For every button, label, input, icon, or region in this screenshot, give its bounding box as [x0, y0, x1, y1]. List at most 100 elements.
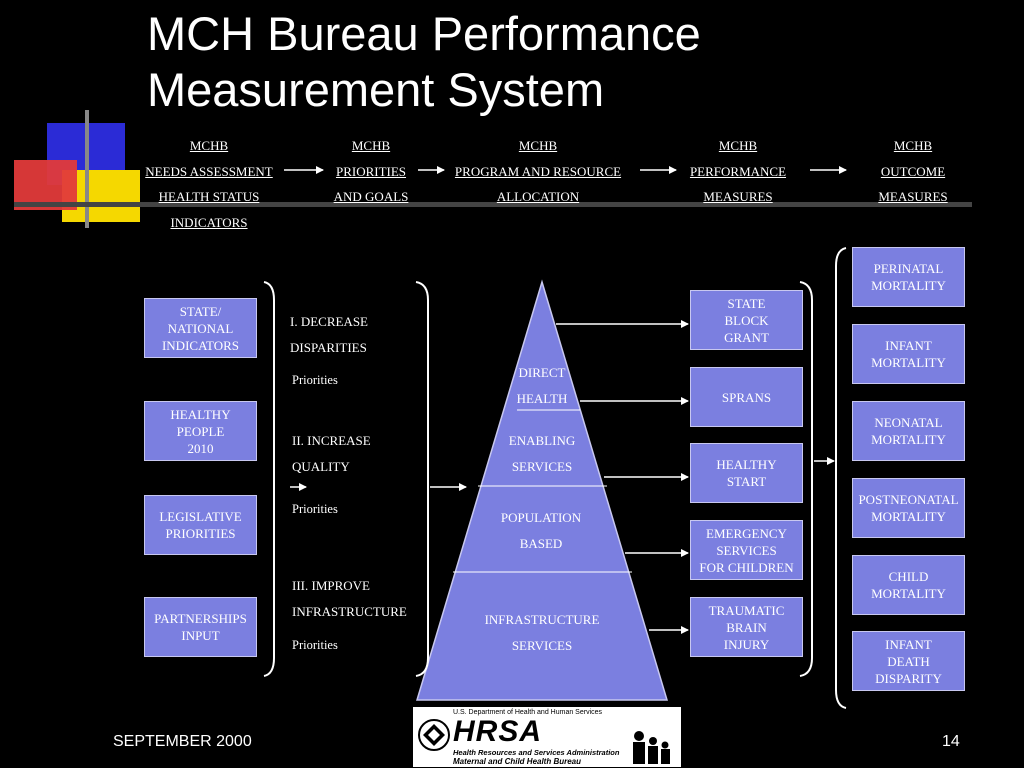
outcome-neonatal-mortality: NEONATAL MORTALITY	[852, 401, 965, 461]
priority-line: INFRASTRUCTURE	[292, 603, 407, 619]
priority-increase-quality: II. INCREASE QUALITY	[292, 428, 371, 479]
box-line: INPUT	[181, 628, 220, 643]
decorative-squares	[14, 110, 140, 228]
box-line: STATE	[727, 295, 766, 311]
footer-date: SEPTEMBER 2000	[113, 733, 252, 750]
priority-decrease-disparities: I. DECREASE DISPARITIES	[290, 309, 368, 360]
pyramid-line: ENABLING	[508, 433, 576, 448]
hhs-eagle-icon	[418, 719, 450, 751]
priority-improve-infrastructure: III. IMPROVE INFRASTRUCTURE	[292, 573, 407, 624]
box-line: 2010	[187, 440, 214, 456]
pyramid-direct-health: DIRECT HEALTH	[492, 360, 592, 411]
flow-needs-assessment: MCHB NEEDS ASSESSMENT HEALTH STATUS INDI…	[138, 133, 280, 235]
logo-line-1: Health Resources and Services Administra…	[453, 748, 620, 757]
flow-line: OUTCOME	[880, 163, 946, 179]
pyramid	[415, 279, 669, 701]
family-icon	[633, 731, 670, 764]
outcome-postneonatal-mortality: POSTNEONATAL MORTALITY	[852, 478, 965, 538]
box-line: MORTALITY	[871, 355, 946, 370]
logo-name: HRSA	[453, 715, 543, 748]
box-line: INJURY	[723, 636, 770, 652]
hrsa-logo: U.S. Department of Health and Human Serv…	[413, 707, 681, 767]
header-divider	[14, 202, 972, 207]
flow-line: MCHB	[518, 138, 558, 153]
box-line: EMERGENCY	[706, 525, 787, 541]
title-line-2: Measurement System	[147, 63, 605, 116]
box-line: TRAUMATIC	[708, 602, 785, 618]
outcome-infant-death-disparity: INFANT DEATH DISPARITY	[852, 631, 965, 691]
logo-dept: U.S. Department of Health and Human Serv…	[453, 709, 603, 716]
priority-sub-label: Priorities	[292, 502, 338, 516]
outcome-bracket	[835, 247, 847, 709]
program-traumatic-brain-injury: TRAUMATIC BRAIN INJURY	[690, 597, 803, 657]
left-bracket	[263, 281, 275, 677]
box-line: HEALTHY	[716, 457, 777, 472]
box-line: CHILD	[888, 569, 929, 584]
flow-line: MCHB	[189, 138, 229, 153]
flow-line: MCHB	[893, 138, 933, 153]
outcome-child-mortality: CHILD MORTALITY	[852, 555, 965, 615]
box-line: LEGISLATIVE	[159, 509, 242, 524]
pyramid-line: BASED	[519, 535, 563, 551]
flow-line: PERFORMANCE	[689, 163, 787, 179]
flow-performance-measures: MCHB PERFORMANCE MEASURES	[683, 133, 793, 210]
program-state-block-grant: STATE BLOCK GRANT	[690, 290, 803, 350]
box-line: SPRANS	[721, 389, 772, 405]
program-emergency-services: EMERGENCY SERVICES FOR CHILDREN	[690, 520, 803, 580]
input-partnerships: PARTNERSHIPS INPUT	[144, 597, 257, 657]
flow-line: AND GOALS	[333, 189, 409, 204]
box-line: MORTALITY	[871, 432, 946, 447]
box-line: SERVICES	[716, 542, 777, 558]
priority-line: II. INCREASE	[292, 433, 371, 448]
box-line: START	[726, 474, 767, 489]
box-line: MORTALITY	[871, 509, 946, 524]
box-line: MORTALITY	[871, 278, 946, 293]
box-line: PARTNERSHIPS	[154, 611, 247, 626]
title-line-1: MCH Bureau Performance	[147, 7, 701, 60]
flow-line: PROGRAM AND RESOURCE	[454, 163, 622, 179]
box-line: HEALTHY	[170, 406, 231, 422]
program-sprans: SPRANS	[690, 367, 803, 427]
flow-line: HEALTH STATUS	[158, 189, 260, 204]
program-healthy-start: HEALTHY START	[690, 443, 803, 503]
pyramid-population-based: POPULATION BASED	[471, 505, 611, 556]
priority-line: I. DECREASE	[290, 314, 368, 329]
right-bracket	[799, 281, 813, 677]
flow-line: MCHB	[718, 138, 758, 153]
pyramid-line: SERVICES	[511, 458, 573, 474]
flow-priorities: MCHB PRIORITIES AND GOALS	[326, 133, 416, 210]
box-line: PEOPLE	[176, 423, 225, 439]
box-line: FOR CHILDREN	[699, 559, 794, 575]
pyramid-line: INFRASTRUCTURE	[484, 612, 600, 627]
flow-line: MEASURES	[878, 189, 948, 204]
middle-bracket	[415, 281, 429, 677]
priority-line: III. IMPROVE	[292, 578, 370, 593]
box-line: MORTALITY	[871, 586, 946, 601]
outcome-perinatal-mortality: PERINATAL MORTALITY	[852, 247, 965, 307]
input-state-national-indicators: STATE/ NATIONAL INDICATORS	[144, 298, 257, 358]
input-healthy-people: HEALTHY PEOPLE 2010	[144, 401, 257, 461]
box-line: POSTNEONATAL	[858, 492, 959, 507]
pyramid-infrastructure-services: INFRASTRUCTURE SERVICES	[462, 607, 622, 658]
box-line: GRANT	[724, 329, 769, 345]
input-legislative-priorities: LEGISLATIVE PRIORITIES	[144, 495, 257, 555]
page-title: MCH Bureau Performance Measurement Syste…	[147, 6, 847, 118]
box-line: NATIONAL	[167, 320, 234, 336]
pyramid-line: DIRECT	[518, 365, 566, 380]
flow-line: ALLOCATION	[496, 189, 580, 204]
flow-line: INDICATORS	[170, 214, 248, 230]
box-line: INFANT	[885, 338, 932, 353]
pyramid-line: POPULATION	[500, 510, 582, 525]
flow-line: MCHB	[351, 138, 391, 153]
flow-outcome-measures: MCHB OUTCOME MEASURES	[866, 133, 960, 210]
logo-line-2: Maternal and Child Health Bureau	[453, 757, 582, 766]
page-number: 14	[942, 733, 960, 750]
priority-line: DISPARITIES	[290, 339, 367, 355]
box-line: STATE/	[179, 303, 222, 319]
box-line: DISPARITY	[875, 670, 942, 686]
box-line: PRIORITIES	[165, 526, 236, 541]
box-line: INDICATORS	[161, 337, 240, 353]
pyramid-line: SERVICES	[511, 637, 573, 653]
outcome-infant-mortality: INFANT MORTALITY	[852, 324, 965, 384]
